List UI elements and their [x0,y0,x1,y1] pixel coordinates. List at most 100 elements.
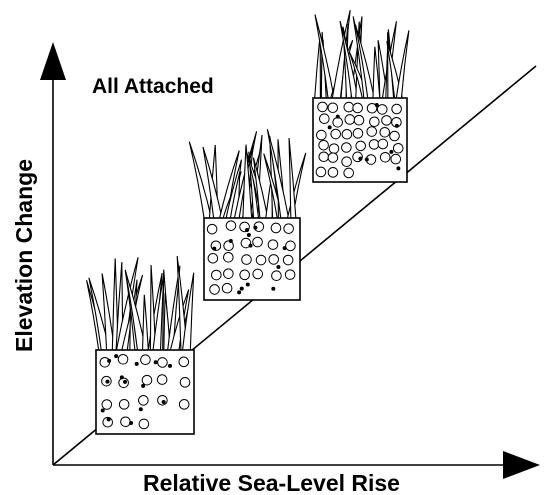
organic-dot [161,400,166,405]
sediment-particle [223,251,234,263]
organic-dot [106,417,111,422]
grass-blade [141,294,150,353]
sediment-particle [252,236,263,248]
sediment-particle [344,114,356,125]
organic-dot [245,282,250,287]
organic-dot [134,361,139,366]
sediment-particle [379,151,391,163]
grass-blade [242,144,253,221]
sediment-particle [270,222,282,234]
organic-dot [212,246,217,251]
organic-dot [138,407,143,412]
sediment-particle [328,143,340,154]
sediment-particle [255,254,267,266]
sediment-particle [317,101,328,113]
axes [40,42,540,479]
sediment-particle [178,356,190,368]
sediment-particle [157,357,168,368]
organic-dot [276,264,281,269]
grass-blade [252,157,269,221]
sediment-particle [206,223,218,235]
sediment-particle [120,416,131,428]
organic-dot [119,375,124,380]
sediment-particle [390,153,402,165]
sediment-particle [223,240,234,252]
sediment-particle [319,113,330,125]
sediment-particle [327,167,339,178]
sediment-particle [140,354,151,366]
sediment-particle [318,151,330,163]
organic-dot [394,123,399,128]
sediment-particle [392,142,404,154]
marsh-block-low [86,256,195,435]
organic-dot [129,420,134,425]
sediment-particle [211,269,222,281]
grass-blade [288,137,297,221]
grass-blade [339,20,359,101]
organic-dot [282,246,287,251]
sediment-particle [179,377,191,388]
grass-blade [395,30,410,101]
sediment-particle [343,167,354,179]
sediment-particle [118,399,130,410]
sediment-particle [207,252,219,264]
sediment-particle [327,102,339,114]
sediment-particle [366,102,378,114]
sediment-particle [117,353,129,365]
sediment-particle [315,166,327,178]
organic-dot [237,290,242,295]
organic-dot [396,166,401,171]
sediment-particle [223,268,234,279]
sediment-particle [352,102,363,114]
grass-icon [188,129,307,221]
grass-blade [266,129,290,221]
organic-dot [100,408,105,413]
sediment-particle [141,374,153,386]
organic-dot [271,286,276,291]
grass-blade [314,14,336,101]
sediment-particle [376,104,388,115]
organic-dot [153,360,158,365]
sediment-particle [282,254,294,266]
grass-blade [181,272,195,353]
sediment-particle [241,254,252,265]
sediment-particle [352,128,364,139]
sediment-particle [327,152,339,163]
organic-dot [327,125,332,130]
sediment-particle [225,220,237,231]
x-axis-arrow-icon [503,451,540,479]
sediment-particle [369,116,380,128]
sediment-particle [355,140,366,152]
sediment-particle [341,128,353,140]
y-axis-label: Elevation Change [11,159,37,352]
organic-dot [364,157,369,162]
organic-dot [335,114,340,119]
sediment-particle [268,254,279,265]
sediment-particle [330,128,341,140]
x-axis-label: Relative Sea-Level Rise [143,470,400,495]
grass-blade [202,146,224,221]
y-axis-arrow-icon [40,42,66,80]
marsh-block-high [312,10,410,183]
grass-icon [313,10,410,101]
sediment-particle [341,142,352,153]
sediment-particle [252,268,264,280]
diagram-title: All Attached [92,75,214,98]
sediment-particle [285,240,296,252]
organic-dot [114,354,119,359]
organic-dot [105,379,110,384]
sediment-particle [101,399,113,410]
sediment-particle [138,395,149,406]
organic-dot [358,156,363,161]
organic-dot [107,358,112,363]
organic-dot [228,239,233,244]
sediment-particle [368,139,380,150]
organic-dot [374,103,379,108]
sediment-particle [316,129,327,141]
grass-blade [313,33,321,101]
grass-blade [354,24,376,101]
sediment-particle [284,269,296,280]
sediment-particle [366,126,378,137]
